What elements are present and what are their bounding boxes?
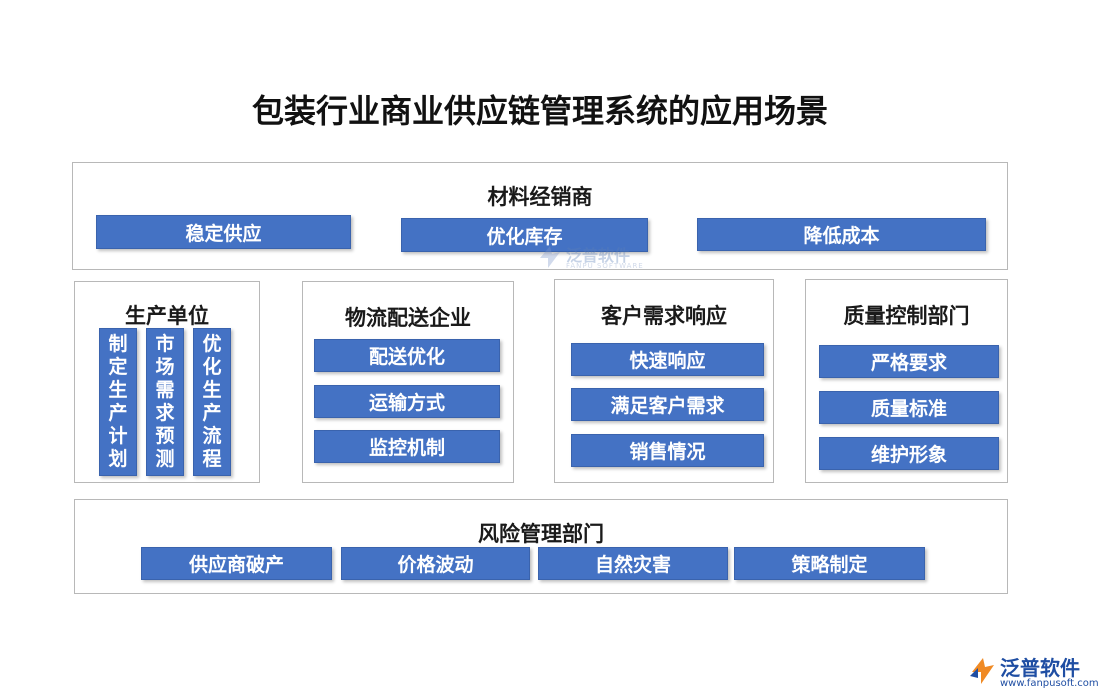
panel-supplier: 材料经销商 稳定供应 优化库存 降低成本 bbox=[72, 162, 1008, 270]
brand-logo: 泛普软件 www.fanpusoft.com bbox=[968, 650, 1099, 694]
supplier-item-optimize-inventory: 优化库存 bbox=[401, 218, 648, 252]
brand-logo-url: www.fanpusoft.com bbox=[1000, 678, 1099, 689]
panel-risk: 风险管理部门 供应商破产 价格波动 自然灾害 策略制定 bbox=[74, 499, 1008, 594]
watermark-subtitle: FANPU SOFTWARE bbox=[566, 262, 644, 270]
quality-item-image: 维护形象 bbox=[819, 437, 999, 470]
watermark-logo-icon bbox=[540, 246, 560, 268]
supplier-item-stable-supply: 稳定供应 bbox=[96, 215, 351, 249]
logistics-item-delivery: 配送优化 bbox=[314, 339, 500, 372]
quality-item-standard: 质量标准 bbox=[819, 391, 999, 424]
production-item-process: 优化生产流程 bbox=[193, 328, 231, 476]
customer-item-fast-response: 快速响应 bbox=[571, 343, 764, 376]
risk-item-disaster: 自然灾害 bbox=[538, 547, 728, 580]
panel-supplier-title: 材料经销商 bbox=[487, 185, 593, 209]
panel-logistics-title: 物流配送企业 bbox=[345, 306, 471, 330]
quality-item-strict: 严格要求 bbox=[819, 345, 999, 378]
panel-logistics: 物流配送企业 配送优化 运输方式 监控机制 bbox=[302, 281, 514, 483]
production-item-forecast-label: 市场需求预测 bbox=[155, 333, 175, 470]
customer-item-sales: 销售情况 bbox=[571, 434, 764, 467]
diagram-title: 包装行业商业供应链管理系统的应用场景 bbox=[251, 92, 828, 130]
production-item-plan: 制定生产计划 bbox=[99, 328, 137, 476]
panel-risk-title: 风险管理部门 bbox=[478, 522, 604, 546]
production-item-process-label: 优化生产流程 bbox=[202, 333, 222, 470]
risk-item-strategy: 策略制定 bbox=[734, 547, 925, 580]
risk-item-bankruptcy: 供应商破产 bbox=[141, 547, 332, 580]
brand-logo-icon bbox=[970, 658, 994, 684]
panel-production-title: 生产单位 bbox=[125, 304, 209, 328]
panel-quality-title: 质量控制部门 bbox=[843, 304, 970, 328]
logistics-item-transport: 运输方式 bbox=[314, 385, 500, 418]
production-item-forecast: 市场需求预测 bbox=[146, 328, 184, 476]
panel-customer: 客户需求响应 快速响应 满足客户需求 销售情况 bbox=[554, 279, 774, 483]
watermark-name: 泛普软件 bbox=[566, 246, 631, 265]
panel-production: 生产单位 制定生产计划 市场需求预测 优化生产流程 bbox=[74, 281, 260, 483]
watermark: 泛普软件 FANPU SOFTWARE bbox=[536, 240, 656, 276]
supplier-item-reduce-cost: 降低成本 bbox=[697, 218, 986, 251]
logistics-item-monitor: 监控机制 bbox=[314, 430, 500, 463]
brand-logo-name: 泛普软件 bbox=[1000, 656, 1080, 680]
risk-item-price: 价格波动 bbox=[341, 547, 530, 580]
panel-quality: 质量控制部门 严格要求 质量标准 维护形象 bbox=[805, 279, 1008, 483]
production-item-plan-label: 制定生产计划 bbox=[108, 333, 128, 470]
panel-customer-title: 客户需求响应 bbox=[601, 304, 727, 328]
customer-item-satisfy: 满足客户需求 bbox=[571, 388, 764, 421]
